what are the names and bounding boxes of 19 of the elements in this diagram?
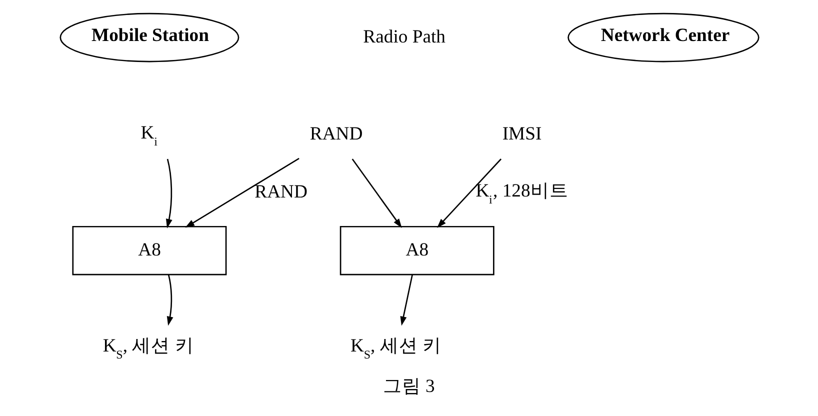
node-text: K$_{S}$, 세션 키 [350, 335, 441, 362]
arrow [184, 158, 299, 228]
arrow [351, 158, 402, 228]
node-text: RAND [309, 124, 362, 145]
node-box: A8 [72, 226, 226, 276]
arrow [436, 158, 502, 228]
edge-label: RAND [254, 182, 307, 203]
arrow [165, 158, 172, 228]
node-text: K$_{i}$ [140, 122, 157, 148]
label: Radio Path [362, 26, 445, 48]
node-ellipse: Mobile Station [59, 12, 239, 62]
arrow [166, 274, 173, 326]
node-text: K$_{S}$, 세션 키 [102, 335, 194, 362]
arrow [400, 274, 412, 326]
caption: 그림 3 [382, 376, 434, 398]
edge-label: K$_{i}$, 128비트 [475, 180, 568, 206]
node-box: A8 [339, 226, 494, 276]
node-ellipse: Network Center [567, 12, 759, 62]
node-text: IMSI [502, 124, 542, 145]
